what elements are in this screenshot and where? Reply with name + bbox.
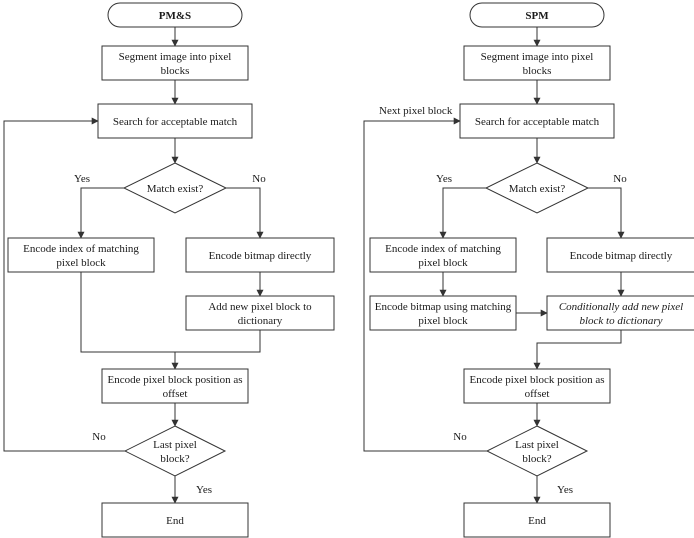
spm-end-box xyxy=(463,502,611,538)
spm-last-decision xyxy=(485,425,589,477)
spm-encode-position-line2: offset xyxy=(525,388,550,400)
spm-conditional-add-line2: block to dictionary xyxy=(579,315,662,327)
pms-segment-line2: blocks xyxy=(161,65,190,77)
pms-encode-index-line2: pixel block xyxy=(56,257,106,269)
spm-flowchart: SPM Segment image into pixel blocks Sear… xyxy=(363,2,694,538)
spm-segment-line1: Segment image into pixel xyxy=(481,51,594,63)
pms-search-label: Search for acceptable match xyxy=(113,116,238,128)
spm-last-line1: Last pixel xyxy=(515,439,559,451)
pms-title: PM&S xyxy=(159,10,191,22)
spm-last-line2: block? xyxy=(522,453,551,465)
spm-segment-line2: blocks xyxy=(523,65,552,77)
pms-last-yes-label: Yes xyxy=(196,484,212,496)
spm-match-decision xyxy=(484,162,590,214)
pms-encode-position-line2: offset xyxy=(163,388,188,400)
spm-encode-bitmap-matching-box xyxy=(369,295,517,331)
pms-last-line2: block? xyxy=(160,453,189,465)
spm-next-label: Next pixel block xyxy=(379,105,453,117)
pms-segment-box xyxy=(101,45,249,81)
pms-encode-position-line1: Encode pixel block position as xyxy=(107,374,242,386)
spm-encode-index-box xyxy=(369,237,517,273)
pms-no-label: No xyxy=(252,173,266,185)
pms-encode-index-line1: Encode index of matching xyxy=(23,243,139,255)
pms-add-block-line1: Add new pixel block to xyxy=(208,301,312,313)
spm-end-label: End xyxy=(528,515,546,527)
pms-end-label: End xyxy=(166,515,184,527)
pms-last-no-label: No xyxy=(92,431,106,443)
spm-encode-bitmap-matching-line1: Encode bitmap using matching xyxy=(375,301,512,313)
pms-match-decision xyxy=(122,162,228,214)
spm-encode-index-line1: Encode index of matching xyxy=(385,243,501,255)
spm-encode-position-line1: Encode pixel block position as xyxy=(469,374,604,386)
spm-search-box xyxy=(459,103,615,139)
spm-title: SPM xyxy=(525,10,549,22)
spm-yes-label: Yes xyxy=(436,173,452,185)
pms-add-block-line2: dictionary xyxy=(238,315,283,327)
pms-add-block-box xyxy=(185,295,335,331)
pms-yes-label: Yes xyxy=(74,173,90,185)
spm-search-label: Search for acceptable match xyxy=(475,116,600,128)
spm-encode-bitmap-label: Encode bitmap directly xyxy=(570,250,673,262)
pms-flowchart: PM&S Segment image into pixel blocks Sea… xyxy=(3,2,335,538)
pms-match-label: Match exist? xyxy=(147,183,204,195)
spm-encode-index-line2: pixel block xyxy=(418,257,468,269)
pms-last-line1: Last pixel xyxy=(153,439,197,451)
spm-last-yes-label: Yes xyxy=(557,484,573,496)
pms-last-decision xyxy=(123,425,227,477)
pms-end-box xyxy=(101,502,249,538)
spm-conditional-add-line1: Conditionally add new pixel xyxy=(559,301,683,313)
spm-last-no-label: No xyxy=(453,431,467,443)
spm-encode-bitmap-box xyxy=(546,237,694,273)
pms-segment-line1: Segment image into pixel xyxy=(119,51,232,63)
spm-encode-bitmap-matching-line2: pixel block xyxy=(418,315,468,327)
pms-encode-bitmap-box xyxy=(185,237,335,273)
spm-match-label: Match exist? xyxy=(509,183,566,195)
spm-no-label: No xyxy=(613,173,627,185)
spm-conditional-add-box xyxy=(546,295,694,331)
spm-segment-box xyxy=(463,45,611,81)
pms-encode-bitmap-label: Encode bitmap directly xyxy=(209,250,312,262)
